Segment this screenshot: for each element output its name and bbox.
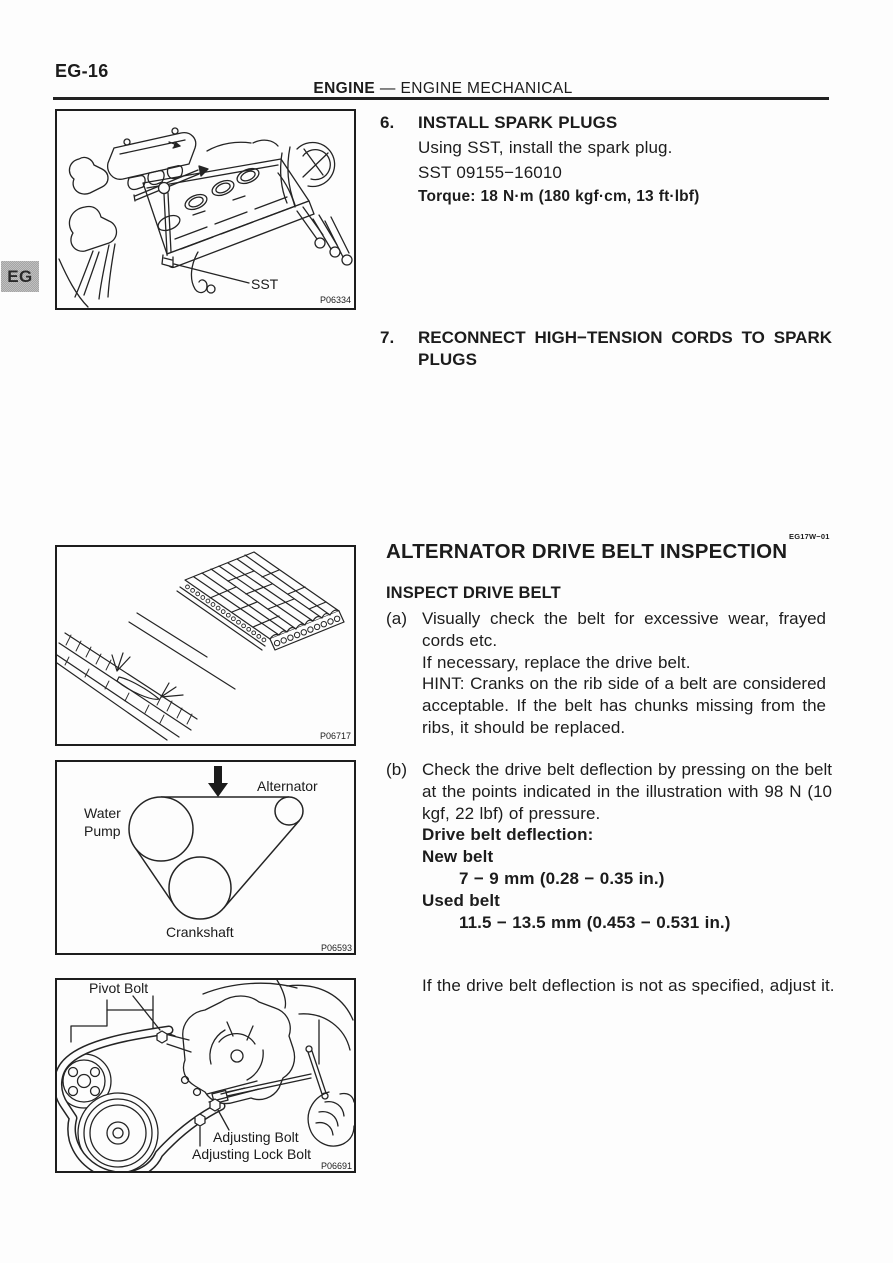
page-number: EG-16 bbox=[55, 61, 109, 81]
item-a-line1: Visually check the belt for excessive we… bbox=[422, 609, 826, 628]
figure-belt-deflection-diagram: Water Pump Alternator Crankshaft P06593 bbox=[55, 760, 356, 955]
section-title: ALTERNATOR DRIVE BELT INSPECTION bbox=[386, 540, 788, 563]
alternator-label: Alternator bbox=[257, 778, 318, 794]
new-belt-value: 7 − 9 mm (0.28 − 0.35 in.) bbox=[459, 868, 665, 888]
adjusting-lock-bolt-label: Adjusting Lock Bolt bbox=[192, 1146, 311, 1162]
step-7-title-line1: RECONNECT HIGH−TENSION CORDS TO SPARK bbox=[418, 328, 832, 347]
step-6-title: INSTALL SPARK PLUGS bbox=[418, 113, 618, 132]
item-a-line3: If necessary, replace the drive belt. bbox=[422, 652, 691, 672]
header-subsection: ENGINE MECHANICAL bbox=[400, 80, 573, 97]
figure-code-p06593: P06593 bbox=[321, 943, 352, 953]
figure-code-p06691: P06691 bbox=[321, 1161, 352, 1171]
step-7-number: 7. bbox=[380, 328, 395, 347]
step-6-line2: SST 09155−16010 bbox=[418, 162, 562, 182]
belt-deflection-drawing: Water Pump Alternator Crankshaft P06593 bbox=[84, 766, 352, 953]
spark-plug-install-drawing: SST P06334 bbox=[58, 127, 353, 308]
figure-code-p06717: P06717 bbox=[320, 731, 351, 741]
sst-label: SST bbox=[251, 276, 279, 292]
item-a-line6: ribs, it should be replaced. bbox=[422, 717, 626, 737]
item-a-label: (a) bbox=[386, 609, 408, 628]
belt-adjustment-drawing: Pivot Bolt Adjusting Bolt Adjusting Lock… bbox=[57, 980, 354, 1171]
pivot-bolt-label: Pivot Bolt bbox=[89, 980, 148, 996]
used-belt-label: Used belt bbox=[422, 890, 500, 910]
page-header-title: ENGINE — ENGINE MECHANICAL bbox=[0, 80, 886, 98]
step-7-title-line2: PLUGS bbox=[418, 350, 478, 369]
new-belt-label: New belt bbox=[422, 847, 494, 867]
step-6-torque: Torque: 18 N·m (180 kgf·cm, 13 ft·lbf) bbox=[418, 188, 700, 206]
step-6: 6. INSTALL SPARK PLUGS Using SST, instal… bbox=[380, 111, 832, 210]
chapter-tab: EG bbox=[1, 261, 39, 292]
header-section: ENGINE bbox=[313, 80, 376, 97]
spec-heading: Drive belt deflection: bbox=[422, 825, 594, 845]
step-7: 7. RECONNECT HIGH−TENSION CORDS TO SPARK… bbox=[380, 327, 832, 371]
section-subheading: INSPECT DRIVE BELT bbox=[386, 584, 561, 602]
item-a-line2: cords etc. bbox=[422, 630, 498, 650]
section-ref-code: EG17W−01 bbox=[789, 532, 830, 541]
water-pump-label-line2: Pump bbox=[84, 823, 121, 839]
inspect-item-b: (b) Check the drive belt deflection by p… bbox=[386, 759, 832, 933]
figure-belt-adjustment: Pivot Bolt Adjusting Bolt Adjusting Lock… bbox=[55, 978, 356, 1173]
crankshaft-label: Crankshaft bbox=[166, 924, 234, 940]
figure-code-p06334: P06334 bbox=[320, 295, 351, 305]
figure-spark-plug-install: SST P06334 bbox=[55, 109, 356, 310]
water-pump-label-line1: Water bbox=[84, 805, 121, 821]
item-a-line4: HINT: Cranks on the rib side of a belt a… bbox=[422, 674, 826, 694]
item-b-label: (b) bbox=[386, 760, 408, 779]
header-rule bbox=[53, 97, 829, 100]
item-b-line2: at the points indicated in the illustrat… bbox=[422, 781, 832, 801]
adjusting-bolt-label: Adjusting Bolt bbox=[213, 1129, 299, 1145]
item-a-line5: acceptable. If the belt has chunks missi… bbox=[422, 696, 826, 716]
used-belt-value: 11.5 − 13.5 mm (0.453 − 0.531 in.) bbox=[459, 912, 731, 932]
inspect-item-a: (a) Visually check the belt for excessiv… bbox=[386, 608, 826, 739]
press-point-arrow-icon bbox=[208, 766, 228, 797]
item-b-line1: Check the drive belt deflection by press… bbox=[422, 760, 832, 779]
header-separator-dash: — bbox=[379, 80, 396, 97]
belt-wear-drawing: P06717 bbox=[57, 551, 351, 741]
step-6-number: 6. bbox=[380, 113, 395, 132]
figure-belt-wear: P06717 bbox=[55, 545, 356, 746]
closing-note: If the drive belt deflection is not as s… bbox=[422, 976, 835, 995]
step-6-line1: Using SST, install the spark plug. bbox=[418, 137, 673, 157]
item-b-line3: kgf, 22 lbf) of pressure. bbox=[422, 803, 601, 823]
chapter-tab-label: EG bbox=[7, 266, 33, 286]
